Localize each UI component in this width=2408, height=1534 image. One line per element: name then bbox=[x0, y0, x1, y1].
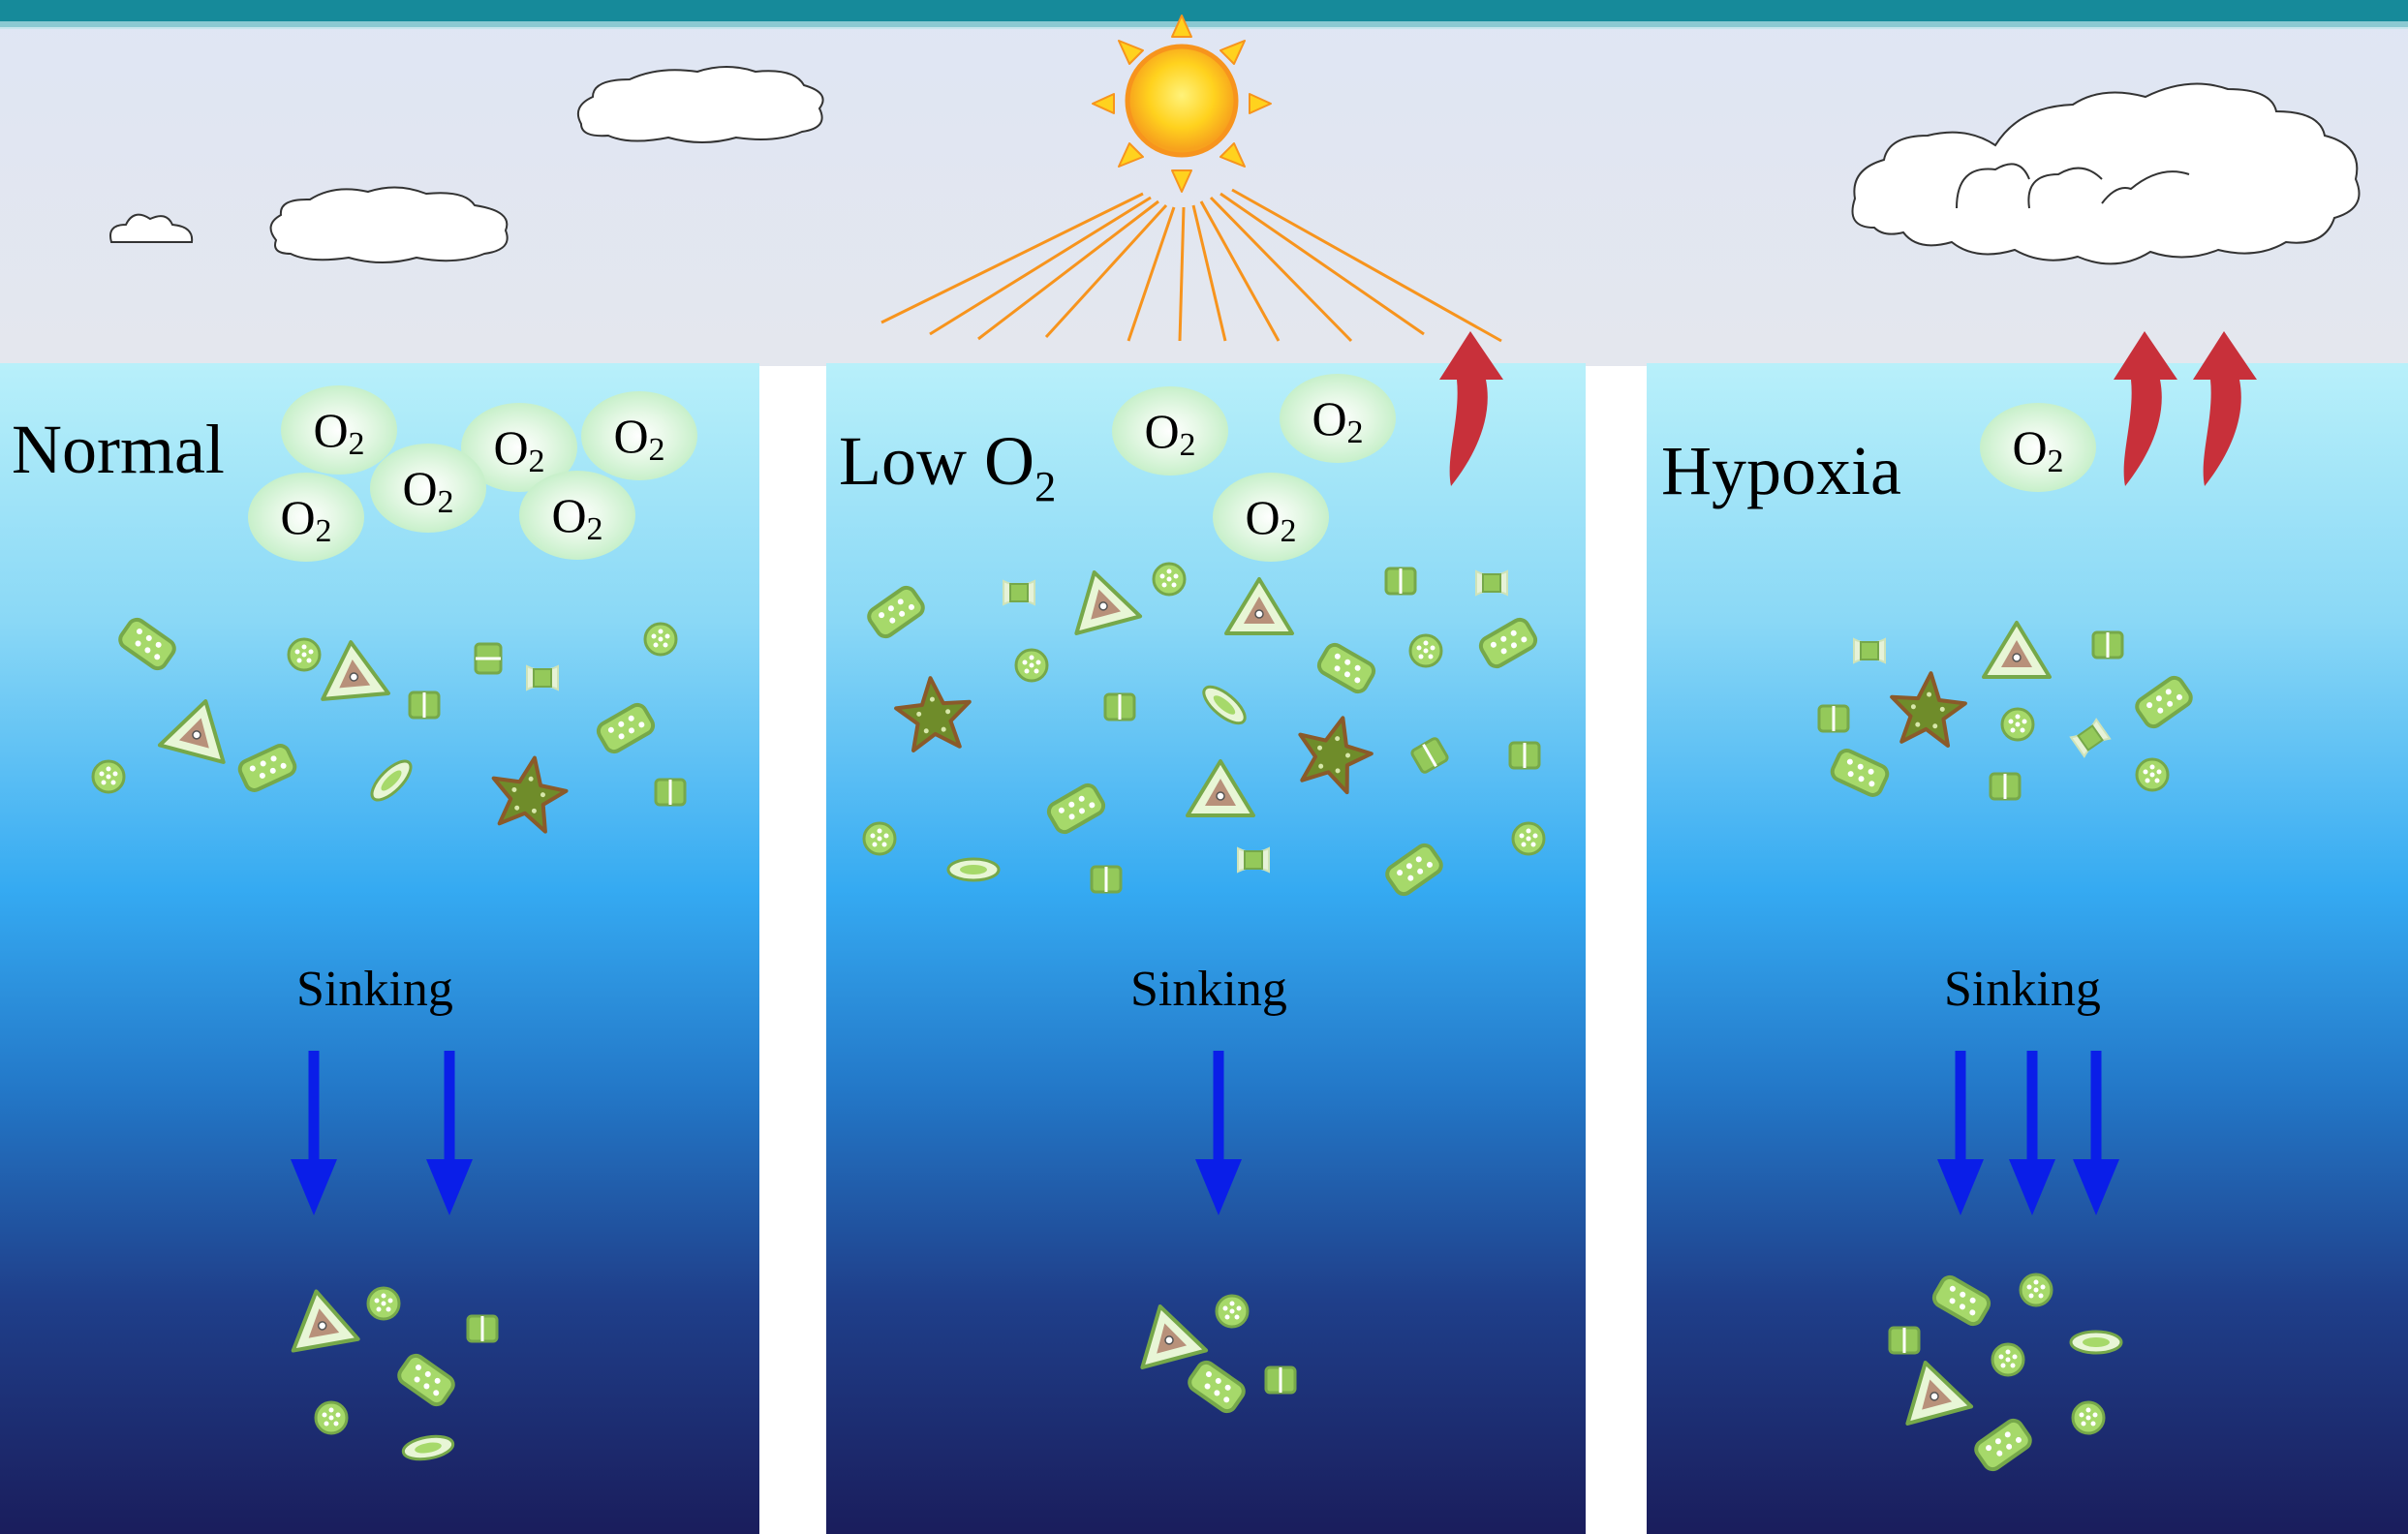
phytoplankton-icon bbox=[2000, 707, 2035, 742]
phytoplankton-icon bbox=[1508, 741, 1541, 770]
sun-icon bbox=[1092, 15, 1272, 193]
phytoplankton-icon bbox=[1511, 821, 1546, 856]
phytoplankton-icon bbox=[474, 642, 503, 675]
phytoplankton-icon bbox=[2069, 1330, 2123, 1355]
cloud-icon bbox=[1851, 82, 2361, 265]
phytoplankton-icon bbox=[1090, 865, 1123, 894]
cloud-icon bbox=[577, 66, 824, 143]
phytoplankton-icon bbox=[366, 1286, 401, 1321]
cloud-icon bbox=[269, 186, 509, 263]
phytoplankton-icon bbox=[2071, 1400, 2106, 1435]
phytoplankton-icon bbox=[1264, 1365, 1297, 1395]
phytoplankton-icon bbox=[1152, 562, 1187, 597]
phytoplankton-icon bbox=[946, 857, 1001, 882]
phytoplankton-icon bbox=[862, 821, 897, 856]
panel-title-low-o2: Low O2 bbox=[839, 426, 1056, 507]
cloud-icon bbox=[109, 213, 194, 243]
panel-title-low-o2-main: Low O bbox=[839, 422, 1034, 500]
phytoplankton-icon bbox=[2091, 630, 2124, 660]
phytoplankton-icon bbox=[1989, 772, 2022, 801]
phytoplankton-icon bbox=[1853, 638, 1886, 663]
phytoplankton-icon bbox=[1991, 1342, 2025, 1377]
phytoplankton-icon bbox=[1408, 633, 1443, 668]
phytoplankton-icon bbox=[1215, 1294, 1250, 1329]
phytoplankton-icon bbox=[1384, 567, 1417, 596]
phytoplankton-icon bbox=[1237, 847, 1270, 873]
panel-title-low-o2-sub: 2 bbox=[1034, 461, 1057, 510]
sinking-label-normal: Sinking bbox=[296, 962, 453, 1017]
phytoplankton-icon bbox=[1103, 692, 1136, 721]
panel-hypoxia-water bbox=[1647, 363, 2408, 1534]
phytoplankton-icon bbox=[526, 665, 559, 690]
phytoplankton-icon bbox=[91, 759, 126, 794]
panel-title-hypoxia: Hypoxia bbox=[1661, 432, 1901, 509]
phytoplankton-icon bbox=[1817, 704, 1850, 733]
sun-rays bbox=[880, 188, 1502, 343]
sinking-label-hypoxia: Sinking bbox=[1944, 962, 2101, 1017]
phytoplankton-icon bbox=[1888, 1326, 1921, 1355]
phytoplankton-icon bbox=[408, 690, 441, 720]
phytoplankton-icon bbox=[2019, 1273, 2053, 1307]
phytoplankton-icon bbox=[1014, 648, 1049, 683]
panel-normal-water bbox=[0, 363, 759, 1534]
panel-low-o2-water bbox=[826, 363, 1586, 1534]
phytoplankton-icon bbox=[654, 778, 687, 807]
phytoplankton-icon bbox=[643, 622, 678, 657]
phytoplankton-icon bbox=[466, 1314, 499, 1343]
sinking-label-low-o2: Sinking bbox=[1130, 962, 1287, 1017]
phytoplankton-icon bbox=[287, 637, 322, 672]
phytoplankton-icon bbox=[2135, 757, 2170, 792]
phytoplankton-icon bbox=[314, 1400, 349, 1435]
panel-title-normal: Normal bbox=[12, 411, 225, 488]
phytoplankton-icon bbox=[1475, 570, 1508, 596]
phytoplankton-icon bbox=[1003, 580, 1035, 605]
